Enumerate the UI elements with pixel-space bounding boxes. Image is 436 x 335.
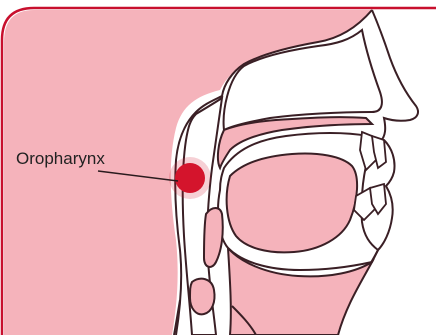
face-front-outline [372,10,418,142]
larynx-shape [190,279,215,315]
epiglottis [204,208,223,267]
oropharynx-label: Oropharynx [16,149,105,168]
oropharynx-highlight-core [175,163,205,193]
